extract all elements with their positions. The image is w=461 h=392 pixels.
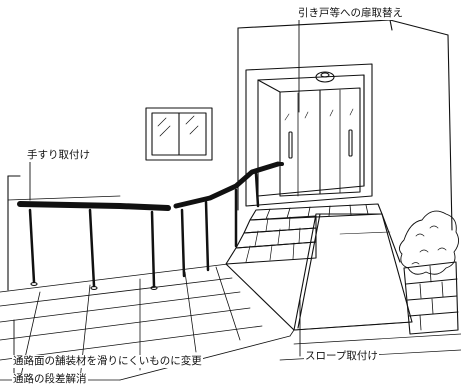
handrail xyxy=(17,161,284,291)
building-facade xyxy=(7,19,453,291)
leader-lines xyxy=(13,19,301,383)
label-step-elimination: 通路の段差解消 xyxy=(12,373,88,386)
label-slope-installation: スロープ取付け xyxy=(304,350,379,363)
retaining-wall xyxy=(403,261,459,335)
door-recess xyxy=(245,63,373,207)
label-door-replacement: 引き戸等への扉取替え xyxy=(297,7,404,20)
slope-ramp xyxy=(293,213,413,331)
paved-floor xyxy=(0,263,461,381)
entrance-steps xyxy=(225,215,317,265)
wall-window xyxy=(145,107,213,161)
label-floor-paving-change: 通路面の舗装材を滑りにくいものに変更 xyxy=(12,355,203,368)
label-handrail-installation: 手すり取付け xyxy=(26,149,91,162)
